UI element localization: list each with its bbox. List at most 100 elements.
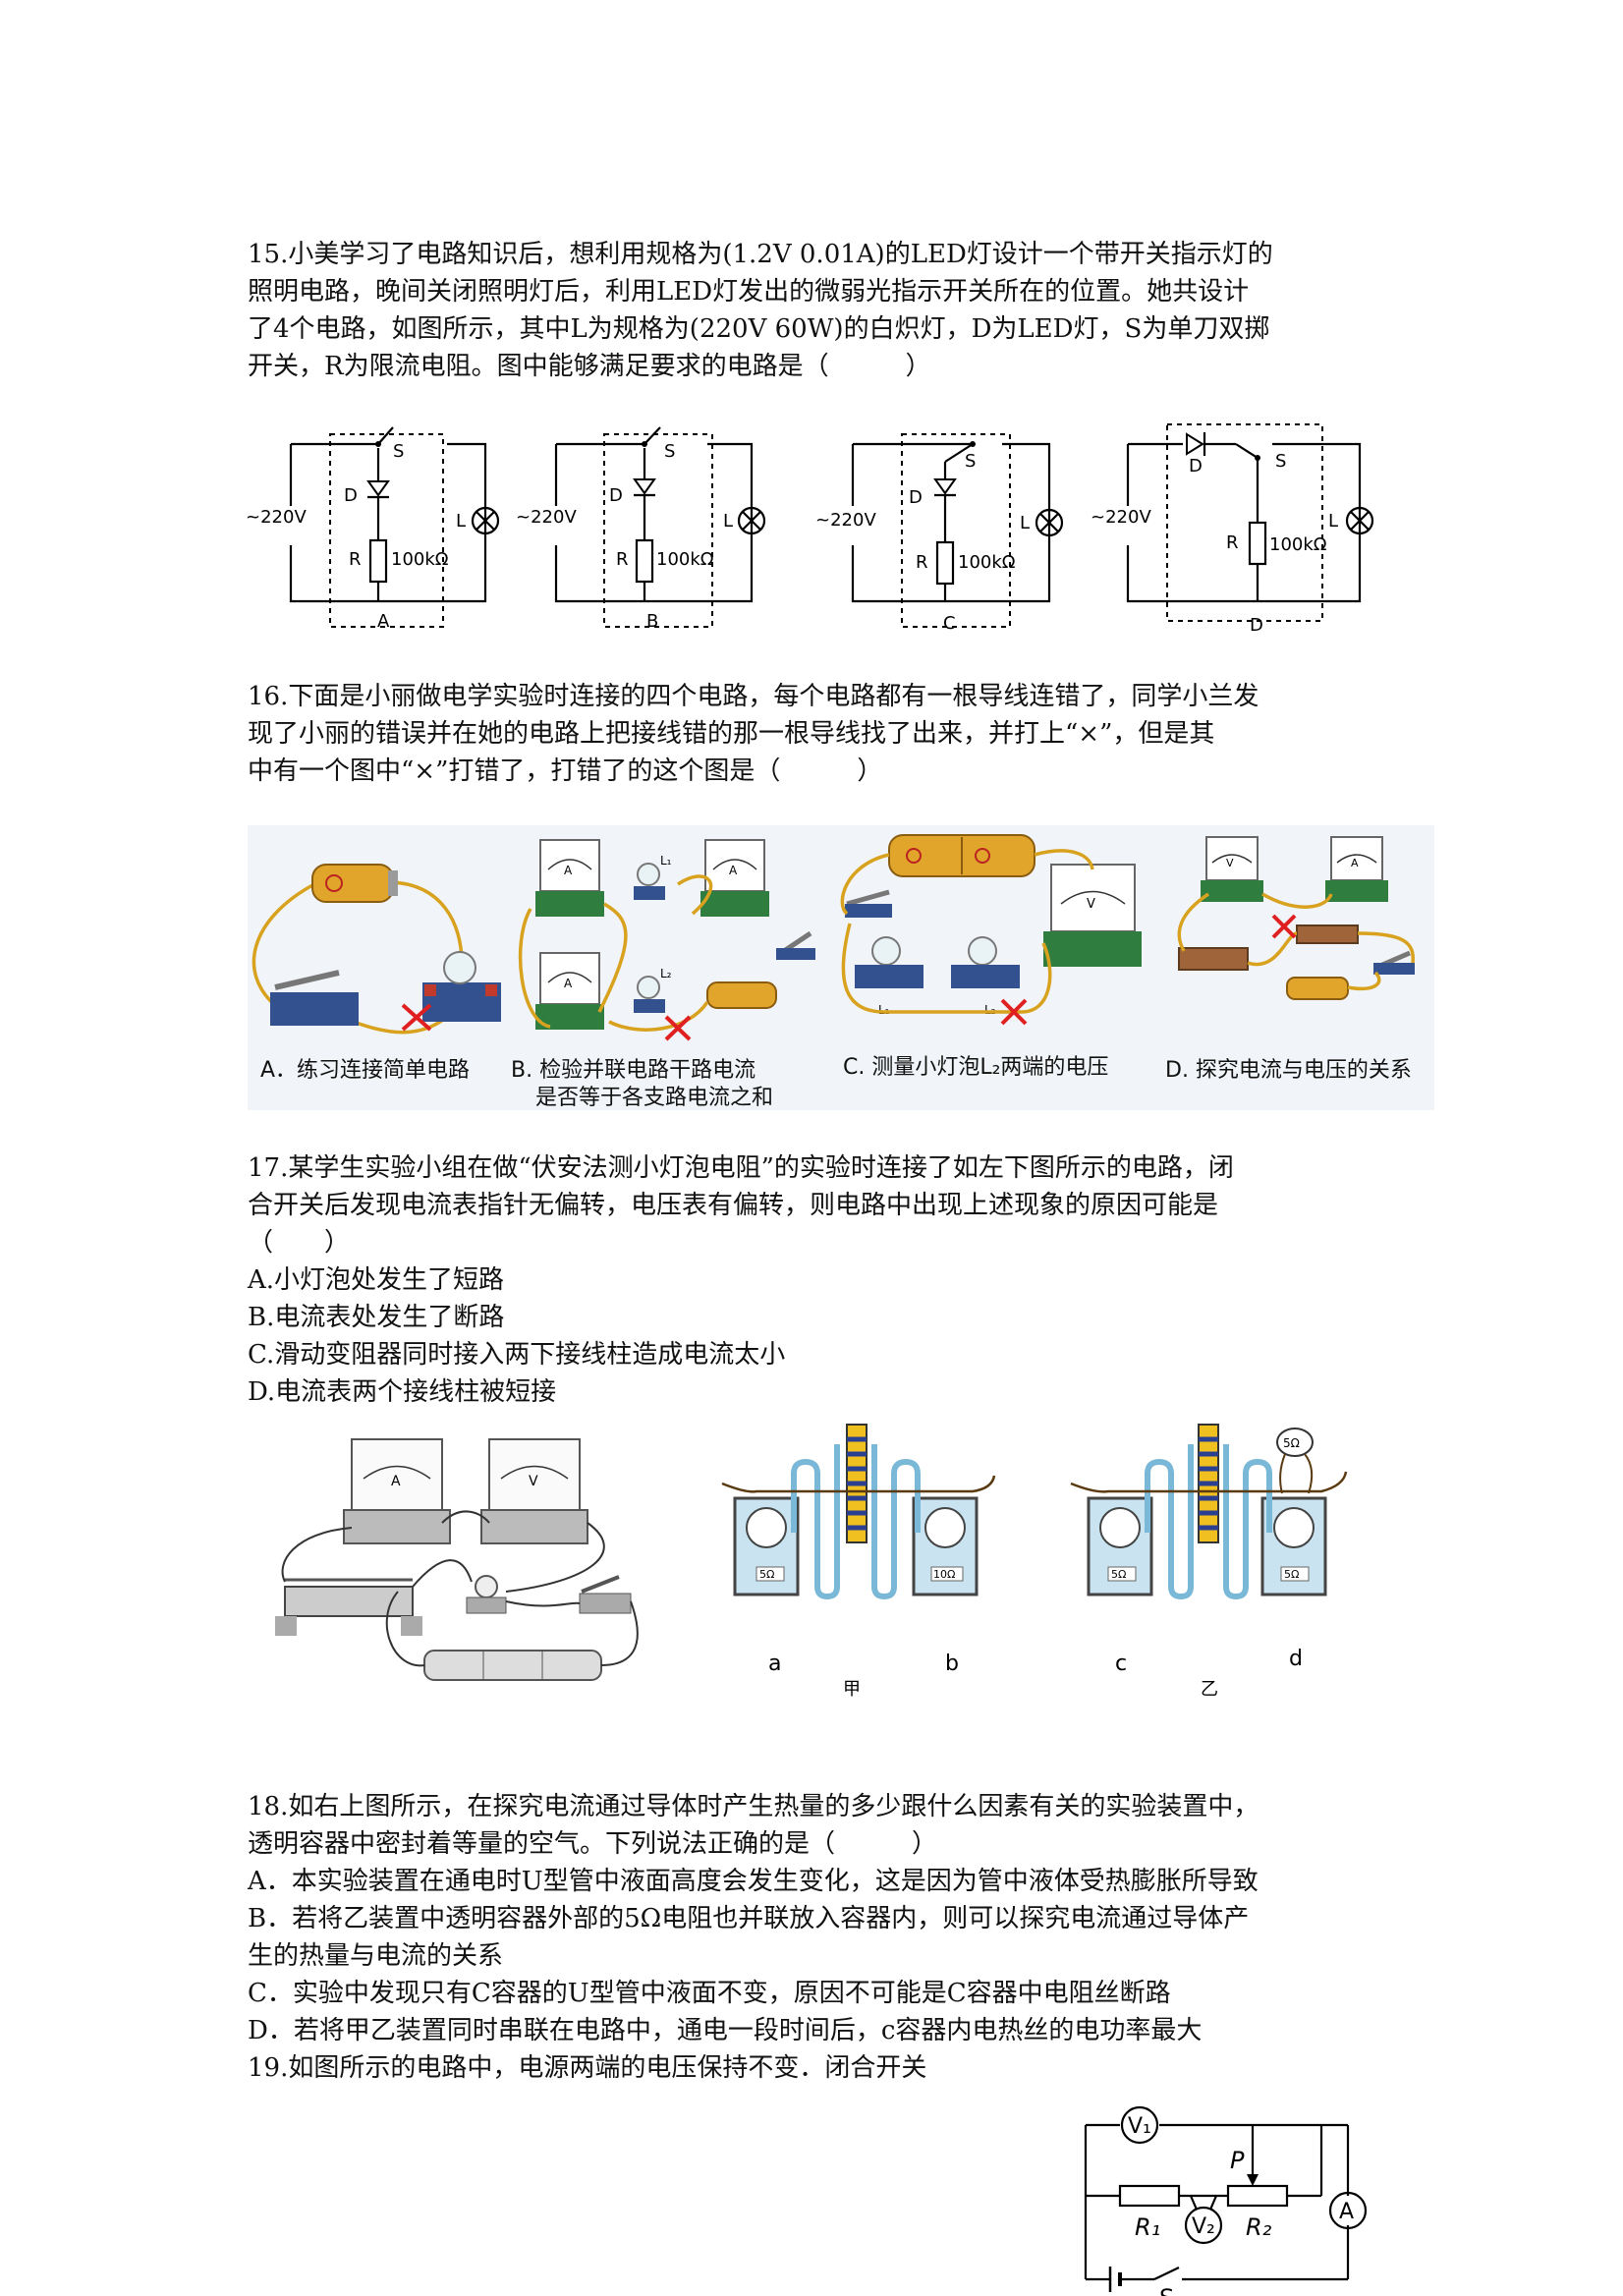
source-label: ~220V xyxy=(1091,507,1151,528)
v2-label: V₂ xyxy=(1192,2214,1215,2239)
meter-letter: V xyxy=(529,1474,538,1489)
cross-mark xyxy=(1271,914,1297,939)
resistor-label: R xyxy=(349,549,362,570)
option-label: C xyxy=(943,613,956,634)
led-label: D xyxy=(909,487,923,508)
q16-caption-b1: B. 检验并联电路干路电流 xyxy=(511,1058,756,1083)
setup-label: 乙 xyxy=(1201,1679,1218,1700)
option-label: A xyxy=(377,611,390,632)
resistor-label: 5Ω xyxy=(1111,1568,1126,1581)
circuit-a: ~220V S D R 100kΩ L A xyxy=(246,426,500,632)
meter-letter: V xyxy=(1226,857,1234,869)
panel-a xyxy=(252,864,501,1035)
led-label: D xyxy=(1189,456,1203,476)
q16-caption-b2: 是否等于各支路电流之和 xyxy=(535,1086,774,1110)
circuit-b: ~220V S D R 100kΩ L B xyxy=(516,426,766,632)
q15-line-1: 15.小美学习了电路知识后，想利用规格为(1.2V 0.01A)的LED灯设计一… xyxy=(248,240,1273,269)
q17-q18-figures: A V 5Ω 10Ω xyxy=(275,1424,1348,1700)
option-label: D xyxy=(1250,615,1263,636)
slider-label: P xyxy=(1230,2147,1245,2174)
resistor-label: R xyxy=(1226,532,1239,553)
q15-circuit-figure: ~220V S D R 100kΩ L A ~220V S D R 100kΩ … xyxy=(246,423,1374,636)
q17-option-c: C.滑动变阻器同时接入两下接线柱造成电流太小 xyxy=(248,1340,786,1370)
meter-letter: A xyxy=(564,977,573,990)
q16-line-3: 中有一个图中“×”打错了，打错了的这个图是（ ） xyxy=(248,756,883,786)
resistor-label: R xyxy=(616,549,629,570)
switch-label: S xyxy=(1159,2284,1174,2296)
source-label: ~220V xyxy=(516,507,577,528)
panel-d: V A xyxy=(1177,836,1415,1000)
q18-line-2: 透明容器中密封着等量的空气。下列说法正确的是（ ） xyxy=(248,1829,938,1859)
resistance-label: 100kΩ xyxy=(391,549,449,570)
container-label: d xyxy=(1289,1647,1303,1671)
lamp-label: L xyxy=(723,511,733,532)
switch-label: S xyxy=(664,441,675,462)
q17-option-b: B.电流表处发生了断路 xyxy=(248,1303,505,1332)
lamp-label: L xyxy=(456,511,466,532)
q16-line-1: 16.下面是小丽做电学实验时连接的四个电路，每个电路都有一根导线连错了，同学小兰… xyxy=(248,682,1259,711)
meter-letter: A xyxy=(391,1474,401,1489)
q18-line-1: 18.如右上图所示，在探究电流通过导体时产生热量的多少跟什么因素有关的实验装置中… xyxy=(248,1792,1259,1821)
cross-mark xyxy=(664,1015,692,1041)
container-label: a xyxy=(768,1652,781,1676)
q16-caption-c: C. 测量小灯泡L₂两端的电压 xyxy=(843,1055,1109,1080)
resistor-label: 10Ω xyxy=(933,1568,955,1581)
panel-c: V L₁ L₂ xyxy=(840,834,1142,1026)
heat-setup-jia: 5Ω 10Ω a b 甲 xyxy=(721,1424,996,1700)
lamp-label: L₁ xyxy=(660,854,672,868)
container-label: b xyxy=(945,1652,959,1676)
v1-label: V₁ xyxy=(1128,2114,1151,2139)
meter-letter: A xyxy=(729,864,738,877)
resistor-label: 5Ω xyxy=(759,1568,774,1581)
lamp-label: L xyxy=(1020,513,1030,533)
lamp-label: L₁ xyxy=(878,1003,890,1017)
resistor-label: R xyxy=(916,552,928,573)
r2-label: R₂ xyxy=(1246,2213,1272,2241)
q18-option-b2: 生的热量与电流的关系 xyxy=(248,1941,504,1971)
q17-line-2: 合开关后发现电流表指针无偏转，电压表有偏转，则电路中出现上述现象的原因可能是 xyxy=(248,1191,1219,1220)
resistor-label: 5Ω xyxy=(1283,1436,1300,1450)
q17-line-1: 17.某学生实验小组在做“伏安法测小灯泡电阻”的实验时连接了如左下图所示的电路，… xyxy=(248,1153,1234,1183)
lamp-label: L₂ xyxy=(660,967,672,980)
q15-line-3: 了4个电路，如图所示，其中L为规格为(220V 60W)的白炽灯，D为LED灯，… xyxy=(248,314,1270,344)
lamp-label: L xyxy=(1328,511,1338,532)
resistance-label: 100kΩ xyxy=(656,549,714,570)
q16-apparatus-figure: A A A L₁ L₂ V L₁ L₂ xyxy=(248,825,1434,1110)
q17-option-a: A.小灯泡处发生了短路 xyxy=(248,1265,505,1295)
meter-letter: A xyxy=(564,864,573,877)
panel-b: A A A L₁ L₂ xyxy=(518,839,815,1041)
q17-line-3: （ ） xyxy=(248,1228,351,1258)
q16-caption-a: A．练习连接简单电路 xyxy=(260,1058,471,1083)
resistance-label: 100kΩ xyxy=(958,552,1016,573)
q15-line-2: 照明电路，晚间关闭照明灯后，利用LED灯发出的微弱光指示开关所在的位置。她共设计 xyxy=(248,277,1250,307)
voltammetry-apparatus: A V xyxy=(275,1438,639,1681)
ammeter-label: A xyxy=(1339,2200,1354,2224)
q18-option-d: D．若将甲乙装置同时串联在电路中，通电一段时间后，c容器内电热丝的电功率最大 xyxy=(248,2016,1203,2045)
q19-line-1: 19.如图所示的电路中，电源两端的电压保持不变．闭合开关 xyxy=(248,2053,927,2083)
switch-label: S xyxy=(393,441,404,462)
q19-circuit-figure: V₁ V₂ A P R₁ R₂ S xyxy=(1084,2105,1368,2296)
setup-label: 甲 xyxy=(843,1679,861,1700)
r1-label: R₁ xyxy=(1135,2213,1160,2241)
lamp-label: L₂ xyxy=(984,1003,996,1017)
cross-mark xyxy=(401,1003,432,1032)
led-label: D xyxy=(344,485,358,506)
meter-letter: V xyxy=(1087,897,1095,912)
q16-line-2: 现了小丽的错误并在她的电路上把接线错的那一根导线找了出来，并打上“×”，但是其 xyxy=(248,719,1215,749)
resistance-label: 100kΩ xyxy=(1269,534,1327,555)
q18-option-b1: B．若将乙装置中透明容器外部的5Ω电阻也并联放入容器内，则可以探究电流通过导体产 xyxy=(248,1904,1250,1933)
circuit-d: ~220V S D R 100kΩ L D xyxy=(1091,423,1374,636)
meter-letter: A xyxy=(1351,857,1359,869)
cross-mark xyxy=(1000,998,1028,1026)
resistor-label: 5Ω xyxy=(1284,1568,1299,1581)
source-label: ~220V xyxy=(815,510,876,531)
switch-label: S xyxy=(965,451,976,472)
q15-line-4: 开关，R为限流电阻。图中能够满足要求的电路是（ ） xyxy=(248,352,931,381)
q16-caption-d: D. 探究电流与电压的关系 xyxy=(1165,1058,1412,1083)
q17-option-d: D.电流表两个接线柱被短接 xyxy=(248,1377,557,1407)
source-label: ~220V xyxy=(246,507,307,528)
q18-option-a: A．本实验装置在通电时U型管中液面高度会发生变化，这是因为管中液体受热膨胀所导致 xyxy=(248,1867,1259,1896)
container-label: c xyxy=(1115,1652,1127,1676)
heat-setup-yi: 5Ω 5Ω 5Ω c d 乙 xyxy=(1070,1424,1348,1700)
q18-option-c: C．实验中发现只有C容器的U型管中液面不变，原因不可能是C容器中电阻丝断路 xyxy=(248,1979,1171,2008)
